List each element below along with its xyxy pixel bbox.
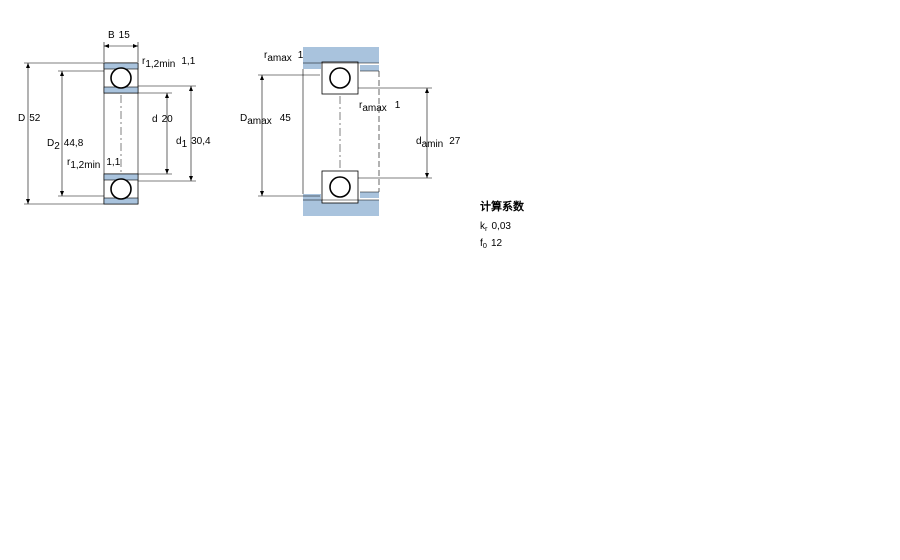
ball-top [110,67,132,89]
shaft-shoulder-bottom [360,192,379,198]
housing-top [303,47,379,63]
factors-title: 计算系数 [480,201,524,213]
ball-bottom [110,178,132,200]
shaft-shoulder-top [360,65,379,71]
abut-ball-bottom [329,176,351,198]
housing-bottom [303,200,379,216]
abut-ball-top [329,67,351,89]
